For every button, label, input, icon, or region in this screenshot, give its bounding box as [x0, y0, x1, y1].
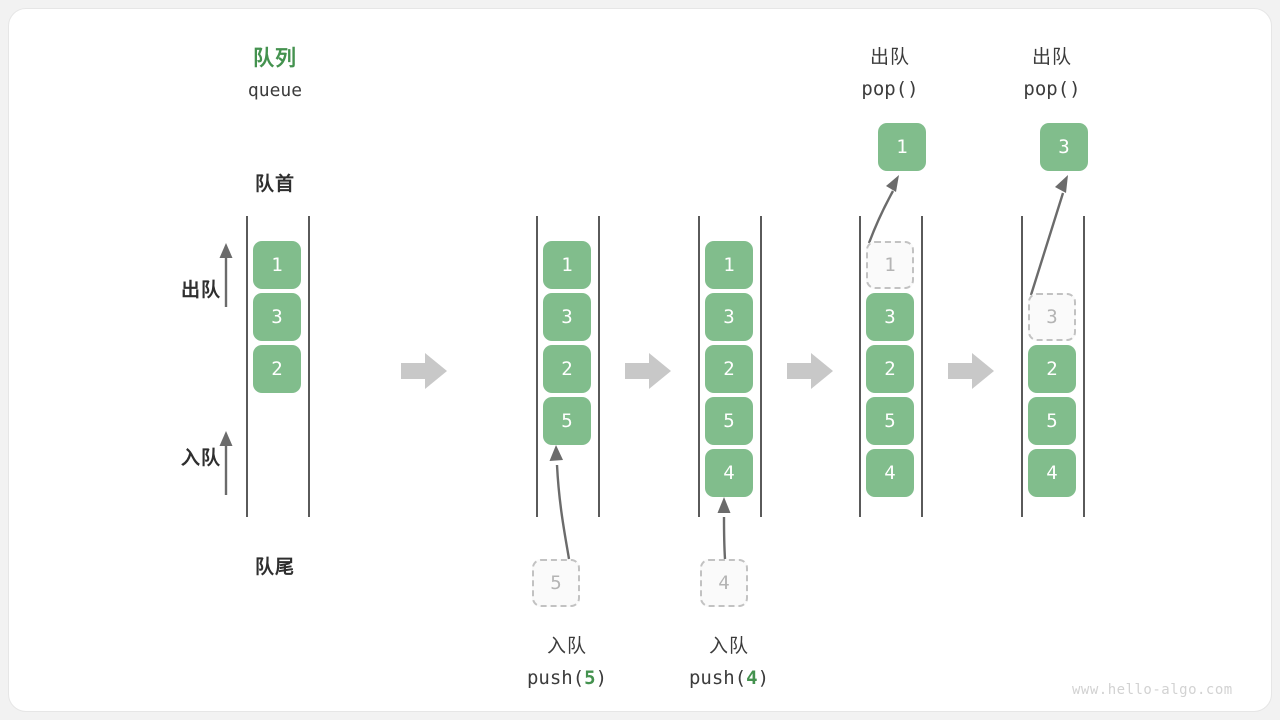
queue-cell: 3	[253, 293, 301, 341]
pop-arrow-icon	[1029, 175, 1068, 296]
queue-cell: 5	[1028, 397, 1076, 445]
rail-left	[1021, 216, 1023, 517]
queue-cell: 3	[543, 293, 591, 341]
pop-caption-cn: 出队	[1031, 46, 1072, 68]
queue-cell: 2	[253, 345, 301, 393]
diagram-card: 队列 queue 队首 队尾 出队 入队 1 3 2	[8, 8, 1272, 712]
queue-cell: 1	[253, 241, 301, 289]
queue-cell: 5	[705, 397, 753, 445]
rail-left	[246, 216, 248, 517]
queue-cell-new: 4	[705, 449, 753, 497]
code-prefix: pop(	[861, 78, 908, 100]
queue-cell: 4	[866, 449, 914, 497]
queue-cell: 2	[1028, 345, 1076, 393]
pop-caption-cn: 出队	[869, 46, 910, 68]
enqueue-direction-label: 入队	[180, 447, 221, 469]
code-prefix: pop(	[1023, 78, 1070, 100]
rail-left	[698, 216, 700, 517]
rail-right	[1083, 216, 1085, 517]
queue-cell: 2	[705, 345, 753, 393]
code-suffix: )	[907, 78, 919, 100]
watermark: www.hello-algo.com	[1072, 682, 1233, 698]
enqueue-direction-arrow-icon	[219, 431, 233, 495]
dequeue-direction-arrow-icon	[219, 243, 233, 307]
pop-caption-code: pop()	[830, 78, 950, 100]
push-arrow-icon	[549, 445, 571, 560]
rail-right	[598, 216, 600, 517]
popped-cell: 1	[878, 123, 926, 171]
queue-cell: 3	[866, 293, 914, 341]
pop-caption-code: pop()	[992, 78, 1112, 100]
incoming-ghost-cell: 4	[700, 559, 748, 607]
code-prefix: push(	[526, 667, 585, 689]
rail-left	[536, 216, 538, 517]
queue-cell: 4	[1028, 449, 1076, 497]
queue-cell: 1	[705, 241, 753, 289]
dequeue-direction-label: 出队	[180, 279, 221, 301]
code-suffix: )	[1069, 78, 1081, 100]
rail-right	[760, 216, 762, 517]
code-suffix: )	[757, 667, 770, 689]
push-caption-cn: 入队	[546, 635, 587, 657]
push-caption-cn: 入队	[708, 635, 749, 657]
pop-arrow-icon	[867, 175, 899, 244]
code-arg: 4	[746, 667, 758, 689]
queue-cell: 2	[543, 345, 591, 393]
popped-ghost-cell: 3	[1028, 293, 1076, 341]
rail-left	[859, 216, 861, 517]
popped-cell: 3	[1040, 123, 1088, 171]
queue-title-en: queue	[247, 80, 303, 101]
popped-ghost-cell: 1	[866, 241, 914, 289]
code-prefix: push(	[688, 667, 747, 689]
incoming-ghost-cell: 5	[532, 559, 580, 607]
queue-cell: 1	[543, 241, 591, 289]
queue-title-cn: 队列	[253, 46, 297, 70]
rail-right	[921, 216, 923, 517]
queue-cell: 2	[866, 345, 914, 393]
step-connector-arrow-icon	[787, 353, 833, 389]
queue-cell-new: 5	[543, 397, 591, 445]
step-connector-arrow-icon	[625, 353, 671, 389]
push-arrow-icon	[717, 497, 731, 560]
push-caption-code: push(5)	[497, 667, 637, 689]
push-caption-code: push(4)	[659, 667, 799, 689]
queue-head-label: 队首	[254, 173, 295, 195]
code-arg: 5	[584, 667, 596, 689]
step-connector-arrow-icon	[948, 353, 994, 389]
code-suffix: )	[595, 667, 608, 689]
rail-right	[308, 216, 310, 517]
queue-cell: 3	[705, 293, 753, 341]
step-connector-arrow-icon	[401, 353, 447, 389]
queue-tail-label: 队尾	[254, 556, 295, 578]
queue-cell: 5	[866, 397, 914, 445]
